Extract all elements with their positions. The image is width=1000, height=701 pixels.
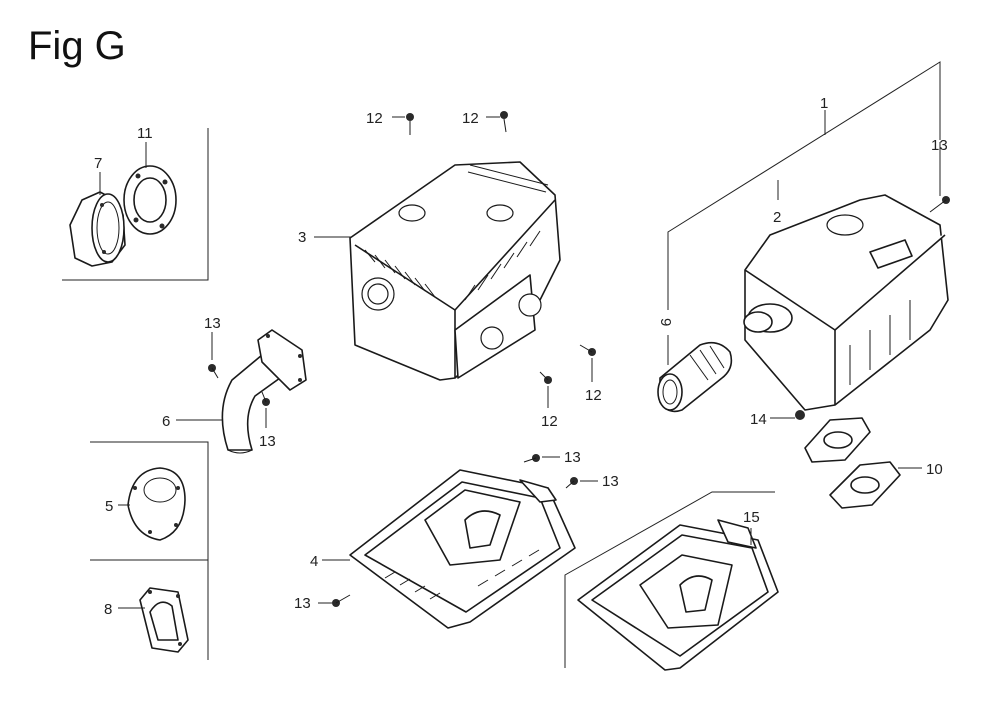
part-14-gasket — [804, 417, 871, 463]
part-15-bottom-plate — [577, 519, 779, 671]
callout-7: 7 — [94, 155, 102, 172]
callout-6: 6 — [162, 413, 170, 430]
bolt-12a — [392, 113, 414, 135]
callout-5: 5 — [105, 498, 113, 515]
callout-9: 9 — [657, 318, 674, 326]
part-8-elbow-flange — [139, 587, 189, 653]
callout-13a: 13 — [931, 137, 948, 154]
bolt-13-bottom — [318, 594, 351, 607]
figure-title: Fig G — [28, 24, 126, 68]
part-10-gasket — [829, 461, 901, 509]
part-2-muffler — [743, 194, 949, 420]
part-2-heat-ribs — [849, 300, 911, 385]
leader-lines — [99, 142, 941, 609]
callout-1: 1 — [820, 95, 828, 112]
callout-12b: 12 — [462, 110, 479, 127]
part-7-exhaust-cap — [69, 191, 126, 267]
bolt-13-mid-b — [565, 477, 598, 489]
bolt-12c — [539, 371, 552, 408]
callout-13f: 13 — [294, 595, 311, 612]
part-11-gasket — [123, 165, 177, 235]
callout-13b: 13 — [204, 315, 221, 332]
bolt-13-mid-a — [523, 454, 560, 463]
callout-12d: 12 — [585, 387, 602, 404]
callout-13e: 13 — [602, 473, 619, 490]
part-3-muffler-protector — [349, 161, 561, 381]
callout-12a: 12 — [366, 110, 383, 127]
part-9-spark-arrester — [657, 341, 733, 413]
callout-8: 8 — [104, 601, 112, 618]
part-13-bolts — [208, 156, 950, 607]
callout-3: 3 — [298, 229, 306, 246]
bolt-13-left-lower — [261, 391, 270, 428]
part-6-exhaust-pipe — [221, 329, 307, 454]
callout-10: 10 — [926, 461, 943, 478]
callout-13d: 13 — [564, 449, 581, 466]
callout-12c: 12 — [541, 413, 558, 430]
part-12-bolts — [392, 111, 596, 408]
part-5-cap — [127, 467, 186, 541]
part-4-bottom-plate — [349, 469, 576, 629]
callout-14: 14 — [750, 411, 767, 428]
bolt-13-left-upper — [208, 332, 219, 379]
part-4-slots — [384, 549, 540, 600]
part-3-cooling-fins — [364, 164, 549, 301]
callout-15: 15 — [743, 509, 760, 526]
callout-labels: 1 2 3 4 5 6 7 8 9 10 11 12 12 12 12 13 1… — [94, 95, 948, 618]
callout-4: 4 — [310, 553, 318, 570]
callout-2: 2 — [773, 209, 781, 226]
bolt-12b — [486, 111, 508, 133]
group-bracket-lines — [62, 61, 941, 668]
bolt-12d — [579, 344, 596, 382]
callout-11: 11 — [137, 125, 153, 142]
callout-13c: 13 — [259, 433, 276, 450]
bolt-13-top-right — [929, 156, 950, 213]
